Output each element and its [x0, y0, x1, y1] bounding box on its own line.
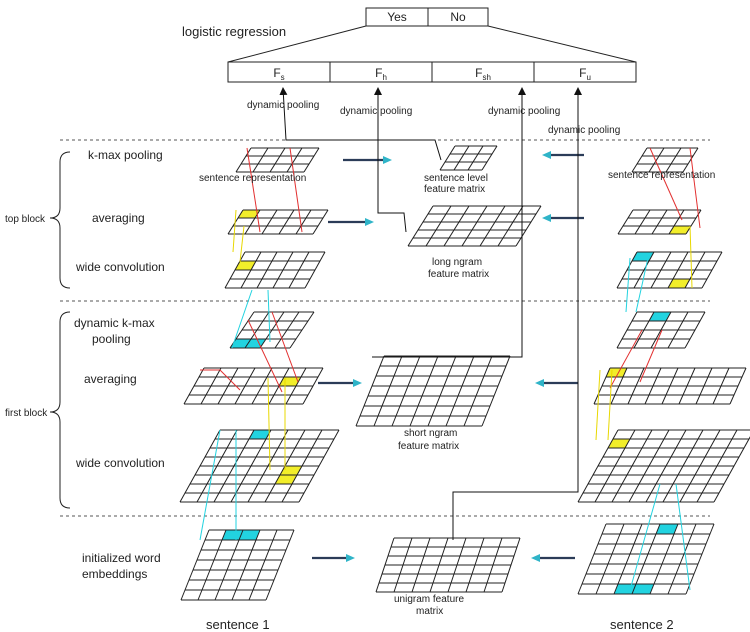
connector-fu	[452, 87, 582, 540]
sent-rep-right-label: sentence representation	[608, 170, 715, 181]
layer-emb-2: embeddings	[82, 567, 147, 581]
output-box: Yes No	[365, 7, 489, 27]
sent-rep-left-label: sentence representation	[199, 173, 306, 184]
grid-wide-top-right	[616, 251, 723, 289]
grid-wide-first-left	[179, 429, 340, 503]
first-block-label: first block	[5, 408, 48, 419]
sent-level-label-2: feature matrix	[424, 184, 485, 195]
feature-fsh: Fsh	[475, 66, 491, 82]
feature-vector: Fs Fh Fsh Fu	[227, 61, 637, 83]
grid-unigram	[375, 537, 521, 593]
grid-emb-right	[577, 523, 715, 595]
layer-dyn-kmax-2: pooling	[92, 332, 131, 346]
connector-fsh	[372, 87, 526, 358]
long-ngram-label-1: long ngram	[432, 257, 482, 268]
sent-level-label-1: sentence level	[424, 173, 488, 184]
pooling-connectors	[279, 87, 582, 540]
grid-wide-first-right	[577, 429, 750, 503]
layer-kmax-pooling: k-max pooling	[88, 148, 163, 162]
layer-wide-conv-first: wide convolution	[75, 456, 165, 470]
grid-wide-top-left	[224, 251, 326, 289]
sentence-1-label: sentence 1	[206, 617, 270, 632]
short-ngram-label-2: feature matrix	[398, 441, 459, 452]
grid-sent-level	[439, 145, 498, 171]
sentence-2-label: sentence 2	[610, 617, 674, 632]
layer-dyn-kmax-1: dynamic k-max	[74, 316, 155, 330]
grid-kmax-right	[631, 147, 699, 173]
pool-label-fu: dynamic pooling	[548, 125, 620, 136]
output-no: No	[450, 10, 466, 24]
top-block-brace	[49, 151, 71, 289]
top-block-label: top block	[5, 214, 46, 225]
pool-label-fh: dynamic pooling	[340, 106, 412, 117]
logistic-regression-title: logistic regression	[182, 24, 286, 39]
grid-kmax-left	[235, 147, 320, 173]
grid-avg-first-right	[593, 367, 747, 405]
funnel-right	[487, 25, 637, 63]
layer-averaging-top: averaging	[92, 211, 145, 225]
layer-links	[199, 147, 701, 591]
output-yes: Yes	[387, 10, 407, 24]
grid-avg-first-left	[183, 367, 324, 405]
pool-label-fs: dynamic pooling	[247, 100, 319, 111]
first-block-brace	[49, 311, 71, 509]
layer-averaging-first: averaging	[84, 372, 137, 386]
grid-avg-top-left	[227, 209, 329, 235]
layer-emb-1: initialized word	[82, 551, 161, 565]
unigram-label-1: unigram feature	[394, 594, 464, 605]
grid-avg-top-right	[617, 209, 702, 235]
layer-wide-conv-top: wide convolution	[75, 260, 165, 274]
funnel-left	[227, 25, 367, 63]
grid-dyn-kmax-right	[616, 311, 706, 349]
short-ngram-label-1: short ngram	[404, 428, 457, 439]
pool-label-fsh: dynamic pooling	[488, 106, 560, 117]
connector-fh	[374, 87, 407, 233]
feature-fu: Fu	[579, 66, 591, 82]
connector-fs	[279, 87, 442, 161]
grid-emb-left	[180, 529, 295, 601]
feature-fs: Fs	[273, 66, 284, 82]
grid-long-ngram	[407, 205, 542, 247]
long-ngram-label-2: feature matrix	[428, 269, 489, 280]
unigram-label-2: matrix	[416, 606, 443, 617]
feature-fh: Fh	[375, 66, 387, 82]
grid-short-ngram	[355, 355, 511, 427]
